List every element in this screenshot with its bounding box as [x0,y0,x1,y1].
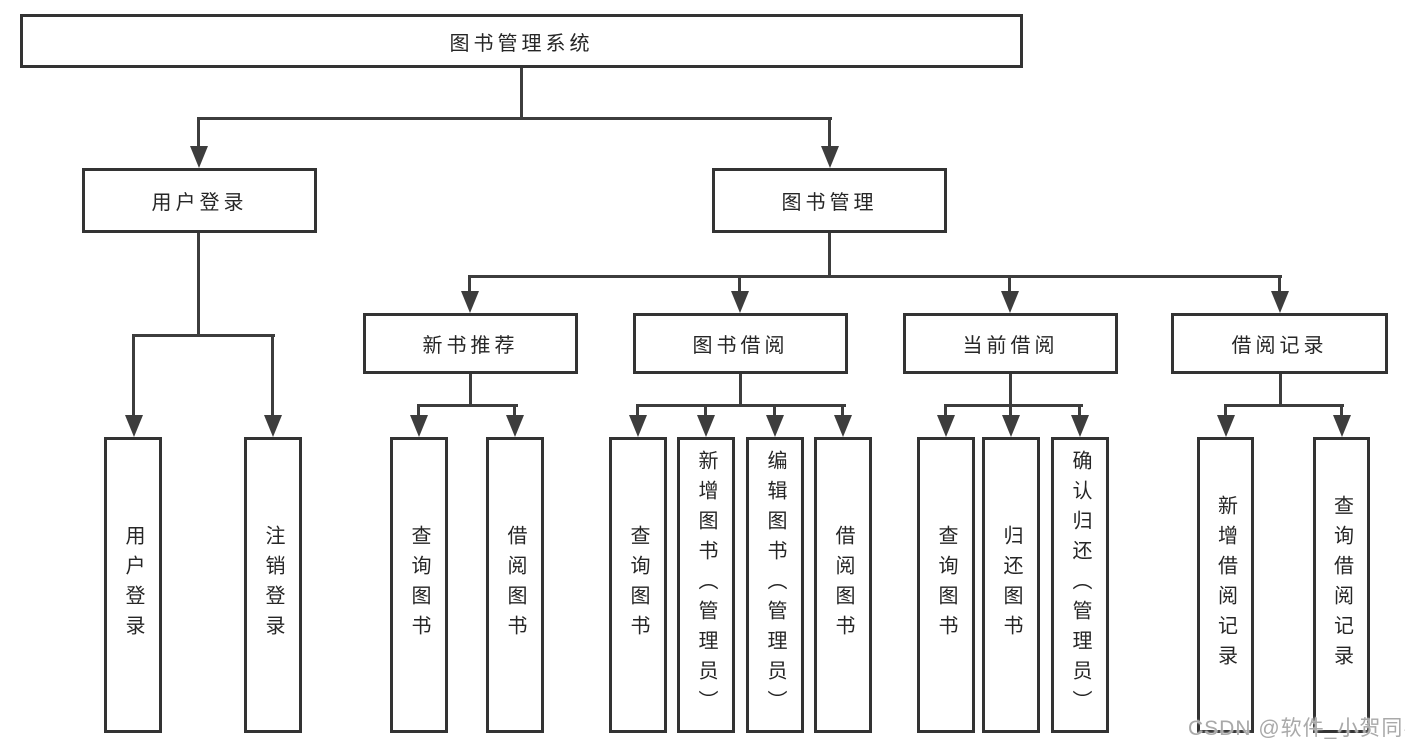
connector-line [197,117,200,148]
arrowhead-down-icon [1071,415,1089,437]
arrowhead-down-icon [731,291,749,313]
connector-line [1278,275,1281,295]
connector-line [469,374,472,407]
arrowhead-down-icon [506,415,524,437]
connector-line [841,404,844,418]
connector-line [828,233,831,278]
leaf-recommend-query-book: 查询图书 [390,437,448,733]
connector-line [1078,404,1081,418]
connector-line [828,117,831,148]
leaf-records-query-record: 查询借阅记录 [1313,437,1370,733]
connector-line [636,404,639,418]
connector-line [513,404,516,418]
leaf-user-login: 用户登录 [104,437,162,733]
arrowhead-down-icon [1271,291,1289,313]
connector-line [739,374,742,407]
arrowhead-down-icon [1002,415,1020,437]
csdn-watermark: CSDN @软件_小贺同学 [1188,717,1405,740]
node-root-library-system: 图书管理系统 [20,14,1023,68]
connector-line [520,67,523,120]
node-borrow-records: 借阅记录 [1171,313,1388,374]
arrowhead-down-icon [125,415,143,437]
arrowhead-down-icon [410,415,428,437]
leaf-logout: 注销登录 [244,437,302,733]
node-current-borrow: 当前借阅 [903,313,1118,374]
node-new-book-recommend: 新书推荐 [363,313,578,374]
connector-line [738,275,741,295]
node-book-management: 图书管理 [712,168,947,233]
arrowhead-down-icon [190,146,208,168]
connector-line [1224,404,1344,407]
leaf-borrow-borrow-book: 借阅图书 [814,437,872,733]
arrowhead-down-icon [264,415,282,437]
arrowhead-down-icon [1333,415,1351,437]
node-user-login: 用户登录 [82,168,317,233]
connector-line [132,334,275,337]
leaf-current-confirm-return-admin: 确认归还（管理员） [1051,437,1109,733]
connector-line [132,334,135,417]
connector-line [636,404,846,407]
connector-line [773,404,776,418]
node-book-borrow: 图书借阅 [633,313,848,374]
arrowhead-down-icon [821,146,839,168]
arrowhead-down-icon [1217,415,1235,437]
leaf-current-return-book: 归还图书 [982,437,1040,733]
arrowhead-down-icon [1001,291,1019,313]
connector-line [197,117,832,120]
leaf-borrow-add-book-admin: 新增图书（管理员） [677,437,735,733]
arrowhead-down-icon [834,415,852,437]
connector-line [944,404,1083,407]
leaf-recommend-borrow-book: 借阅图书 [486,437,544,733]
arrowhead-down-icon [629,415,647,437]
leaf-borrow-query-book: 查询图书 [609,437,667,733]
arrowhead-down-icon [937,415,955,437]
arrowhead-down-icon [766,415,784,437]
connector-line [417,404,518,407]
connector-line [197,233,200,337]
connector-line [468,275,1282,278]
connector-line [1224,404,1227,418]
connector-line [417,404,420,418]
connector-line [1009,404,1012,418]
connector-line [1008,275,1011,295]
arrowhead-down-icon [461,291,479,313]
connector-line [1009,374,1012,407]
connector-line [468,275,471,295]
connector-line [1279,374,1282,407]
leaf-current-query-book: 查询图书 [917,437,975,733]
connector-line [271,334,274,417]
connector-line [704,404,707,418]
leaf-records-add-record: 新增借阅记录 [1197,437,1254,733]
leaf-borrow-edit-book-admin: 编辑图书（管理员） [746,437,804,733]
connector-line [944,404,947,418]
connector-line [1340,404,1343,418]
arrowhead-down-icon [697,415,715,437]
